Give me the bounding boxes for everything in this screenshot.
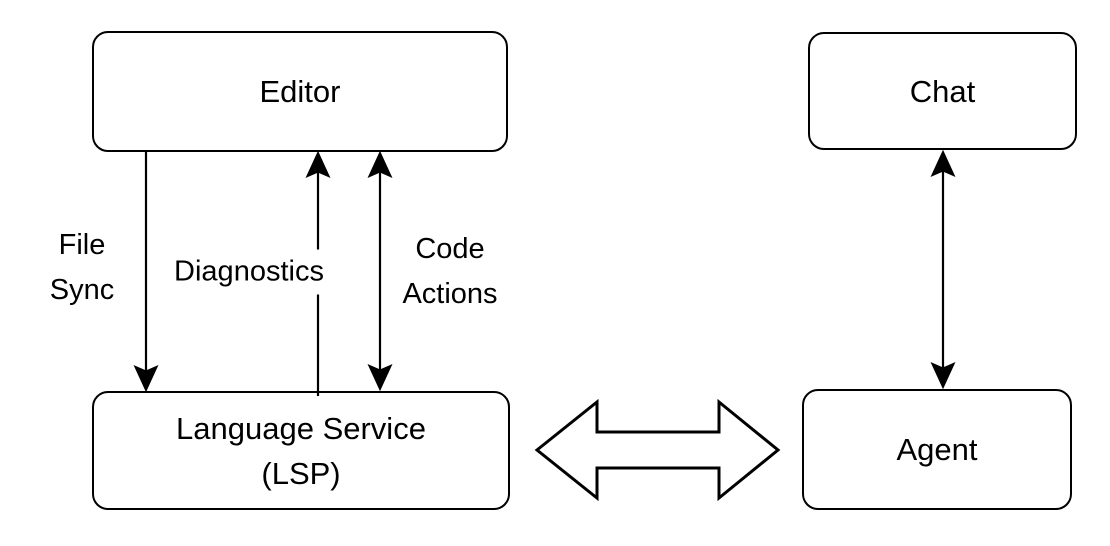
editor-node: Editor bbox=[92, 31, 508, 152]
diagnostics-edge-label: Diagnostics bbox=[166, 249, 332, 295]
agent-node: Agent bbox=[802, 389, 1072, 510]
chat-node-label: Chat bbox=[909, 73, 976, 109]
language-service-node-label-line2: (LSP) bbox=[261, 455, 341, 491]
agent-node-label: Agent bbox=[896, 432, 978, 467]
code-actions-arrow bbox=[367, 150, 393, 392]
lsp-agent-double-arrow bbox=[534, 398, 781, 502]
chat-node: Chat bbox=[808, 32, 1077, 150]
file-sync-arrow bbox=[133, 152, 159, 393]
diagnostics-edge-label-text: Diagnostics bbox=[174, 255, 324, 288]
file-sync-edge-label-line2: Sync bbox=[49, 274, 115, 306]
file-sync-edge-label: File Sync bbox=[50, 223, 114, 313]
code-actions-edge-label-line1: Code bbox=[415, 233, 485, 265]
code-actions-edge-label: Code Actions bbox=[402, 227, 497, 317]
editor-node-label: Editor bbox=[259, 74, 341, 109]
file-sync-edge-label-line1: File bbox=[58, 229, 106, 261]
code-actions-edge-label-line2: Actions bbox=[402, 278, 498, 310]
chat-agent-arrow bbox=[930, 149, 956, 390]
language-service-node: Language Service (LSP) bbox=[92, 391, 510, 510]
language-service-node-label-line1: Language Service bbox=[176, 410, 426, 446]
